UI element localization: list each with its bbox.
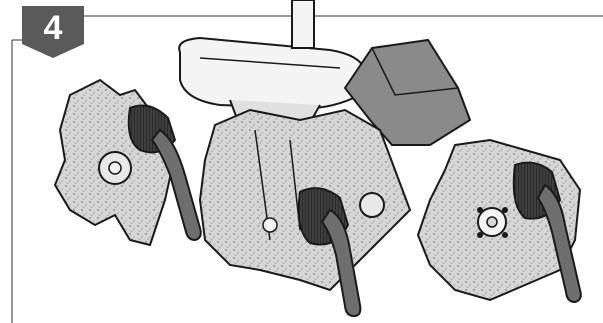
step-number: 4 <box>22 10 84 46</box>
tine-left <box>55 80 175 245</box>
step-badge: 4 <box>22 6 84 58</box>
